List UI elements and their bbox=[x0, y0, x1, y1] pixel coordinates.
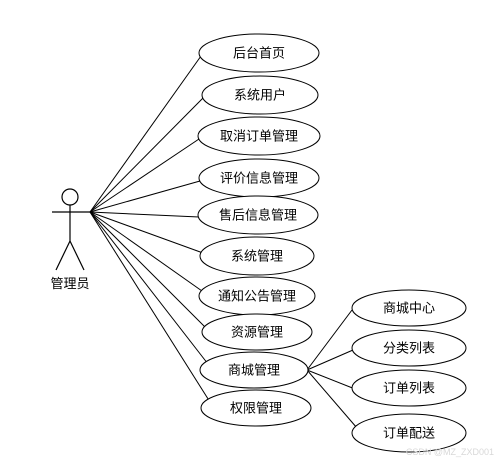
mall-associations bbox=[306, 309, 358, 429]
association-line bbox=[89, 211, 200, 218]
use-case-label: 取消订单管理 bbox=[220, 129, 298, 144]
use-case-order-list[interactable]: 订单列表 bbox=[351, 369, 467, 407]
association-line bbox=[89, 55, 202, 213]
association-line bbox=[89, 180, 201, 213]
use-case-label: 售后信息管理 bbox=[219, 208, 297, 223]
use-case-category-list[interactable]: 分类列表 bbox=[351, 329, 467, 367]
csdn-watermark: CSDN @MZ_ZXD001 bbox=[406, 447, 494, 457]
association-line bbox=[306, 369, 356, 390]
actor-associations bbox=[89, 55, 211, 403]
association-line bbox=[89, 211, 209, 365]
association-line bbox=[306, 349, 354, 371]
use-case-mall-mgmt[interactable]: 商城管理 bbox=[199, 351, 309, 389]
use-case-label: 分类列表 bbox=[383, 341, 435, 356]
use-case-label: 商城管理 bbox=[228, 363, 280, 378]
actor-head bbox=[61, 188, 79, 206]
use-case-notice-mgmt[interactable]: 通知公告管理 bbox=[198, 276, 316, 316]
use-case-review-info-mgmt[interactable]: 评价信息管理 bbox=[198, 158, 320, 198]
use-case-label: 权限管理 bbox=[230, 401, 282, 416]
use-case-label: 订单列表 bbox=[383, 381, 435, 396]
use-case-label: 系统用户 bbox=[234, 88, 286, 103]
association-line bbox=[306, 309, 353, 371]
association-line bbox=[89, 211, 203, 292]
association-line bbox=[306, 369, 358, 429]
use-case-label: 资源管理 bbox=[231, 325, 283, 340]
use-case-label: 订单配送 bbox=[383, 426, 435, 441]
use-case-system-mgmt[interactable]: 系统管理 bbox=[199, 236, 315, 276]
use-case-after-sales-mgmt[interactable]: 售后信息管理 bbox=[197, 195, 319, 235]
use-case-label: 商城中心 bbox=[383, 301, 435, 316]
association-line bbox=[89, 211, 211, 403]
use-case-backend-home[interactable]: 后台首页 bbox=[198, 33, 320, 73]
use-case-resource-mgmt[interactable]: 资源管理 bbox=[201, 313, 313, 351]
use-case-label: 通知公告管理 bbox=[218, 289, 296, 304]
use-case-system-users[interactable]: 系统用户 bbox=[201, 75, 319, 115]
use-case-mall-center[interactable]: 商城中心 bbox=[351, 289, 467, 327]
use-case-label: 评价信息管理 bbox=[220, 171, 298, 186]
use-case-label: 后台首页 bbox=[233, 46, 285, 61]
actor-admin[interactable]: 管理员 bbox=[50, 188, 90, 291]
association-line bbox=[89, 138, 200, 213]
use-case-order-delivery[interactable]: 订单配送 bbox=[351, 413, 467, 453]
use-case-cancel-order-mgmt[interactable]: 取消订单管理 bbox=[197, 116, 321, 156]
association-line bbox=[89, 211, 206, 328]
actor-label: 管理员 bbox=[50, 276, 89, 291]
association-line bbox=[89, 211, 204, 254]
actor-right-leg bbox=[69, 240, 85, 271]
use-case-permission-mgmt[interactable]: 权限管理 bbox=[200, 389, 312, 427]
actor-left-leg bbox=[55, 240, 71, 271]
use-case-label: 系统管理 bbox=[231, 249, 283, 264]
association-line bbox=[89, 97, 204, 213]
